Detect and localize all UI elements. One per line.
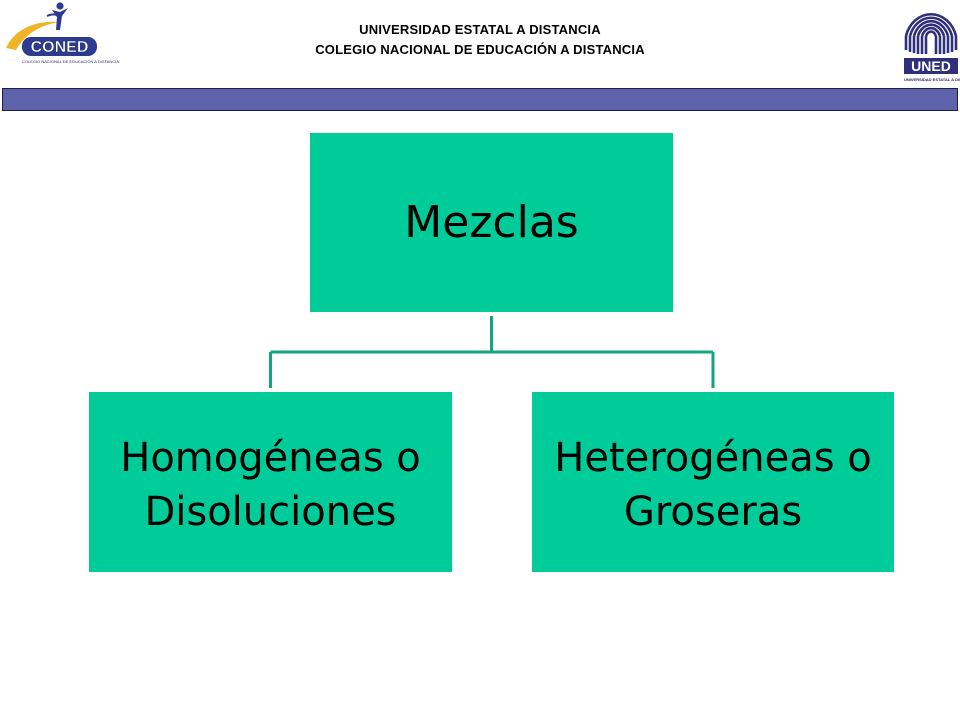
header-line-college: COLEGIO NACIONAL DE EDUCACIÓN A DISTANCI… xyxy=(315,42,645,57)
node-homogeneas: Homogéneas o Disoluciones xyxy=(89,392,452,572)
node-heterogeneas-line1: Heterogéneas o xyxy=(554,435,872,481)
uned-logo: UNED xyxy=(904,13,958,74)
node-homogeneas-line2: Disoluciones xyxy=(144,489,397,535)
node-homogeneas-line1: Homogéneas o xyxy=(120,435,421,481)
uned-logo-text: UNED xyxy=(911,58,951,74)
node-heterogeneas-line2: Groseras xyxy=(623,489,803,535)
header-banner-bar xyxy=(2,88,958,111)
coned-logo-caption: COLEGIO NACIONAL DE EDUCACIÓN A DISTANCI… xyxy=(22,59,119,64)
node-heterogeneas: Heterogéneas o Groseras xyxy=(532,392,894,572)
node-mezclas: Mezclas xyxy=(310,133,673,312)
coned-logo: CONED xyxy=(6,2,97,56)
header-title: UNIVERSIDAD ESTATAL A DISTANCIA COLEGIO … xyxy=(0,20,960,60)
coned-logo-text: CONED xyxy=(31,39,89,56)
node-mezclas-label: Mezclas xyxy=(404,197,579,248)
header-line-university: UNIVERSIDAD ESTATAL A DISTANCIA xyxy=(359,22,601,37)
uned-logo-caption: UNIVERSIDAD ESTATAL A DISTANCIA xyxy=(904,77,960,82)
